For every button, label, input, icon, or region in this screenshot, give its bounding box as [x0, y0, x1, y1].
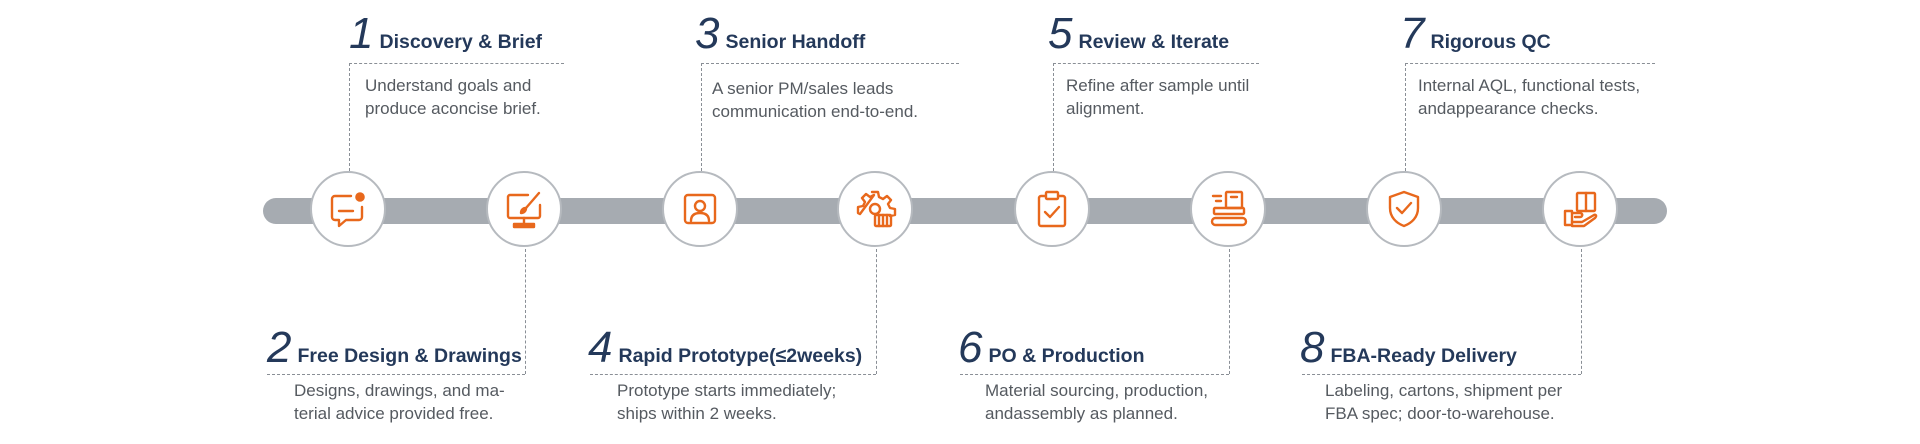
connector-line-4 [876, 249, 877, 374]
desc-line: terial advice provided free. [294, 404, 494, 423]
step-4-node [837, 171, 913, 247]
clipboard-check-icon [1037, 190, 1067, 228]
desc-line: Understand goals and [365, 76, 532, 95]
step-7-node [1366, 171, 1442, 247]
step-title-text: PO & Production [988, 345, 1145, 367]
connector-line-6 [1229, 249, 1230, 374]
connector-hline-7 [1405, 63, 1655, 64]
desc-line: Labeling, cartons, shipment per [1325, 381, 1563, 400]
step-number: 2 [267, 323, 292, 372]
connector-hline-2 [267, 374, 525, 375]
desc-line: Internal AQL, functional tests, [1418, 76, 1641, 95]
chat-notification-icon [330, 192, 365, 228]
desc-line: produce aconcise brief. [365, 99, 541, 118]
step-4-title: 4 Rapid Prototype(≤2weeks) [588, 326, 862, 370]
step-title-text: Rigorous QC [1430, 31, 1551, 53]
step-1-title: 1 Discovery & Brief [349, 12, 542, 56]
connector-hline-3 [701, 63, 959, 64]
step-2-title: 2 Free Design & Drawings [267, 326, 522, 370]
step-3-description: A senior PM/sales leads communication en… [712, 77, 918, 123]
gear-prototype-icon [856, 190, 897, 228]
design-monitor-brush-icon [506, 191, 542, 229]
step-8-title: 8 FBA-Ready Delivery [1300, 326, 1517, 370]
desc-line: Refine after sample until [1066, 76, 1250, 95]
step-4-description: Prototype starts immediately; ships with… [617, 379, 836, 425]
desc-line: A senior PM/sales leads [712, 79, 894, 98]
step-title-text: Rapid Prototype(≤2weeks) [618, 345, 863, 367]
step-1-node [310, 171, 386, 247]
step-title-text: Discovery & Brief [379, 31, 543, 53]
step-5-node [1014, 171, 1090, 247]
connector-line-8 [1581, 249, 1582, 374]
conveyor-production-icon [1210, 190, 1248, 227]
step-title-text: FBA-Ready Delivery [1330, 345, 1517, 367]
connector-hline-6 [960, 374, 1229, 375]
step-5-title: 5 Review & Iterate [1048, 12, 1229, 56]
step-number: 3 [695, 9, 720, 58]
step-3-title: 3 Senior Handoff [695, 12, 865, 56]
step-7-title: 7 Rigorous QC [1400, 12, 1551, 56]
step-title-text: Review & Iterate [1078, 31, 1230, 53]
step-5-description: Refine after sample until alignment. [1066, 74, 1249, 120]
connector-line-2 [525, 249, 526, 374]
timeline-bar [263, 198, 1667, 224]
connector-hline-1 [349, 63, 564, 64]
step-number: 8 [1300, 323, 1325, 372]
connector-hline-8 [1302, 374, 1581, 375]
connector-line-3 [701, 63, 702, 171]
step-3-node [662, 171, 738, 247]
step-6-title: 6 PO & Production [958, 326, 1144, 370]
box-delivery-icon [1563, 191, 1598, 228]
step-number: 6 [958, 323, 983, 372]
desc-line: alignment. [1066, 99, 1145, 118]
desc-line: andassembly as planned. [985, 404, 1178, 423]
desc-line: Prototype starts immediately; [617, 381, 837, 400]
step-number: 5 [1048, 9, 1073, 58]
step-6-node [1190, 171, 1266, 247]
desc-line: Designs, drawings, and ma- [294, 381, 505, 400]
step-2-node [486, 171, 562, 247]
step-2-description: Designs, drawings, and ma- terial advice… [294, 379, 505, 425]
person-card-icon [683, 193, 717, 225]
step-title-text: Senior Handoff [725, 31, 866, 53]
step-7-description: Internal AQL, functional tests, andappea… [1418, 74, 1640, 120]
step-number: 1 [349, 9, 374, 58]
desc-line: andappearance checks. [1418, 99, 1599, 118]
desc-line: FBA spec; door-to-warehouse. [1325, 404, 1555, 423]
connector-line-1 [349, 63, 350, 171]
step-6-description: Material sourcing, production, andassemb… [985, 379, 1208, 425]
step-8-node [1542, 171, 1618, 247]
step-title-text: Free Design & Drawings [297, 345, 522, 367]
connector-hline-5 [1053, 63, 1259, 64]
desc-line: ships within 2 weeks. [617, 404, 777, 423]
desc-line: communication end-to-end. [712, 102, 919, 121]
step-number: 4 [588, 323, 613, 372]
connector-hline-4 [590, 374, 876, 375]
step-8-description: Labeling, cartons, shipment per FBA spec… [1325, 379, 1562, 425]
step-1-description: Understand goals and produce aconcise br… [365, 74, 541, 120]
step-number: 7 [1400, 9, 1425, 58]
connector-line-7 [1405, 63, 1406, 171]
shield-check-icon [1388, 190, 1420, 228]
connector-line-5 [1053, 63, 1054, 171]
desc-line: Material sourcing, production, [985, 381, 1209, 400]
